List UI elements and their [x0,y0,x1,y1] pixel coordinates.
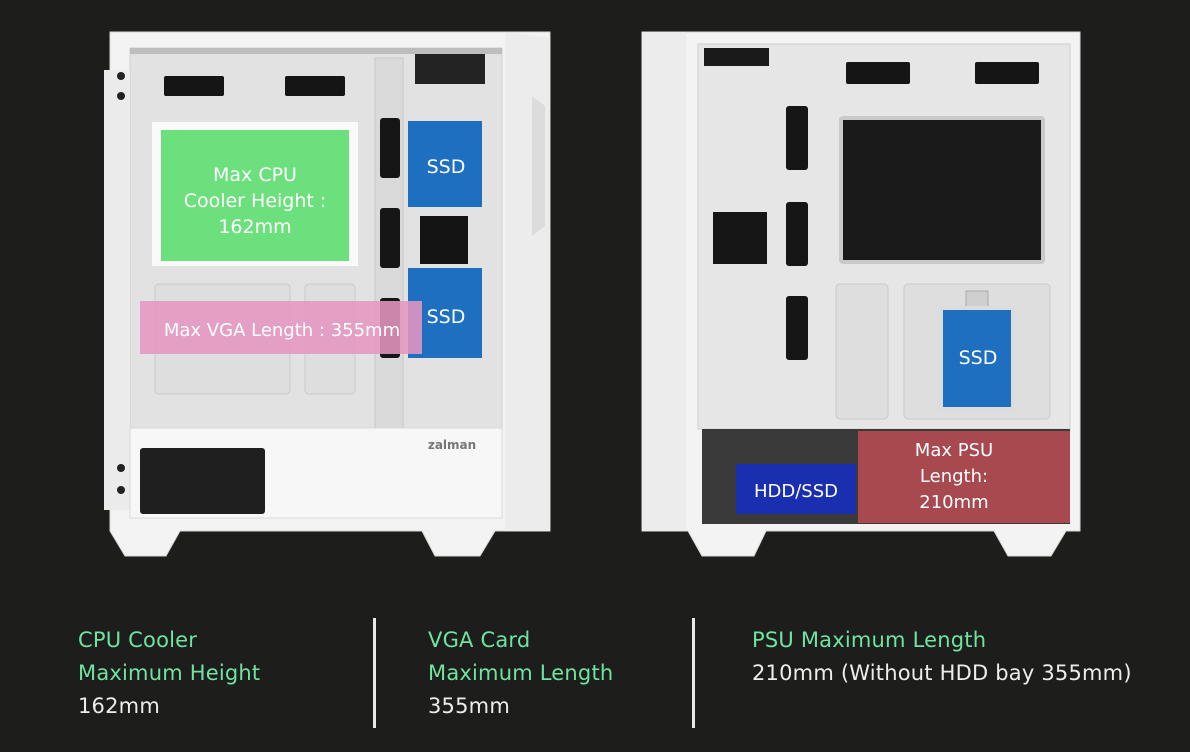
cpu-cooler-overlay-line1: Max CPU [213,164,297,186]
spec-vga-title-line2: Maximum Length [428,661,614,685]
spec-vga: VGA Card Maximum Length 355mm [428,624,613,723]
left-case-photo: Max CPU Cooler Height : 162mm SSD SSD Ma… [100,26,560,561]
spec-divider [692,618,695,728]
ssd-top-label: SSD [427,156,466,178]
spec-divider [373,618,376,728]
vga-length-overlay: Max VGA Length : 355mm [164,320,400,341]
ssd-right-label: SSD [959,347,998,369]
psu-overlay-line2: Length: [920,466,988,487]
psu-overlay-line1: Max PSU [915,440,993,461]
hdd-ssd-label: HDD/SSD [754,481,838,502]
spec-row: CPU Cooler Maximum Height 162mm VGA Card… [0,610,1190,752]
spec-cpu-value: 162mm [78,694,160,718]
spec-vga-value: 355mm [428,694,510,718]
spec-psu: PSU Maximum Length 210mm (Without HDD ba… [752,624,1132,690]
spec-vga-title-line1: VGA Card [428,628,531,652]
cpu-cooler-overlay-line3: 162mm [218,216,291,238]
cpu-cooler-overlay-line2: Cooler Height : [184,190,327,212]
spec-cpu-title-line2: Maximum Height [78,661,261,685]
right-case-photo: SSD HDD/SSD Max PSU Length: 210mm [636,26,1086,561]
spec-cpu: CPU Cooler Maximum Height 162mm [78,624,260,723]
psu-overlay-line3: 210mm [919,492,988,513]
spec-cpu-title-line1: CPU Cooler [78,628,198,652]
brand-logo-text: zalman [428,438,476,452]
spec-psu-title: PSU Maximum Length [752,628,987,652]
ssd-bottom-label: SSD [427,306,466,328]
spec-psu-value: 210mm (Without HDD bay 355mm) [752,661,1132,685]
